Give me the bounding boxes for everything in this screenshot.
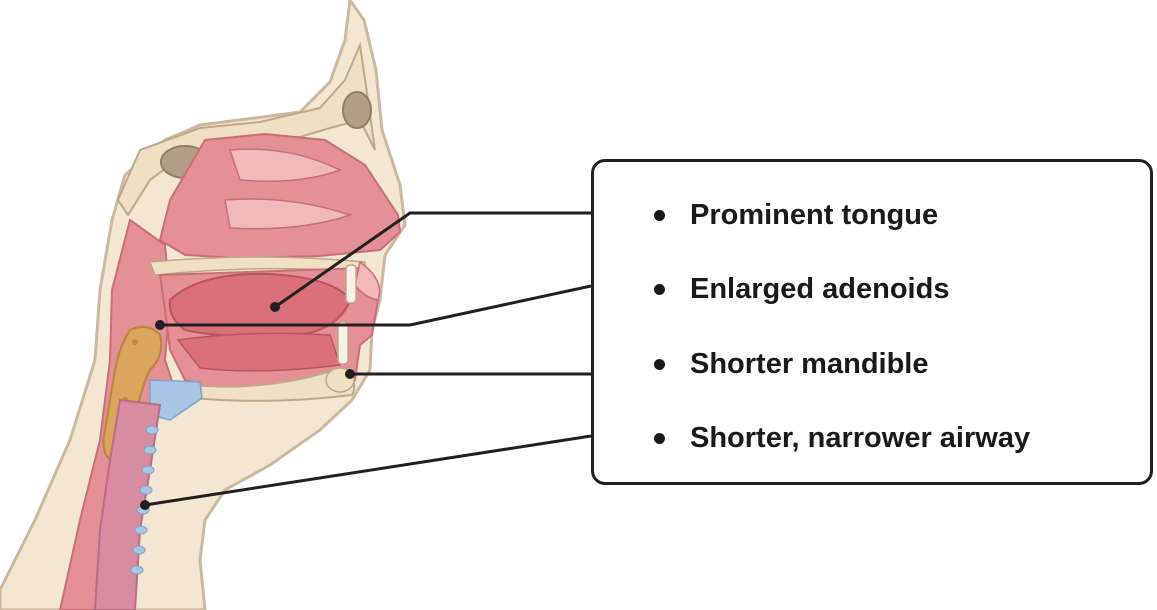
feature-label-box: Prominent tongue Enlarged adenoids Short… (591, 159, 1153, 485)
leader-dot-airway (140, 500, 150, 510)
tongue (170, 274, 350, 337)
bullet-icon (654, 433, 665, 444)
feature-label: Enlarged adenoids (690, 269, 949, 309)
upper-teeth (346, 265, 356, 303)
feature-label: Shorter, narrower airway (690, 418, 1030, 458)
feature-label: Shorter mandible (690, 344, 929, 384)
leader-dot-tongue (270, 302, 280, 312)
leader-dot-adenoids (155, 320, 165, 330)
bullet-icon (654, 359, 665, 370)
bullet-icon (654, 284, 665, 295)
adenoid-spot (132, 339, 138, 345)
feature-label: Prominent tongue (690, 195, 938, 235)
bullet-icon (654, 210, 665, 221)
leader-dot-mandible (345, 369, 355, 379)
frontal-sinus (343, 92, 371, 128)
tongue-body (178, 333, 340, 371)
lower-teeth (338, 322, 348, 364)
